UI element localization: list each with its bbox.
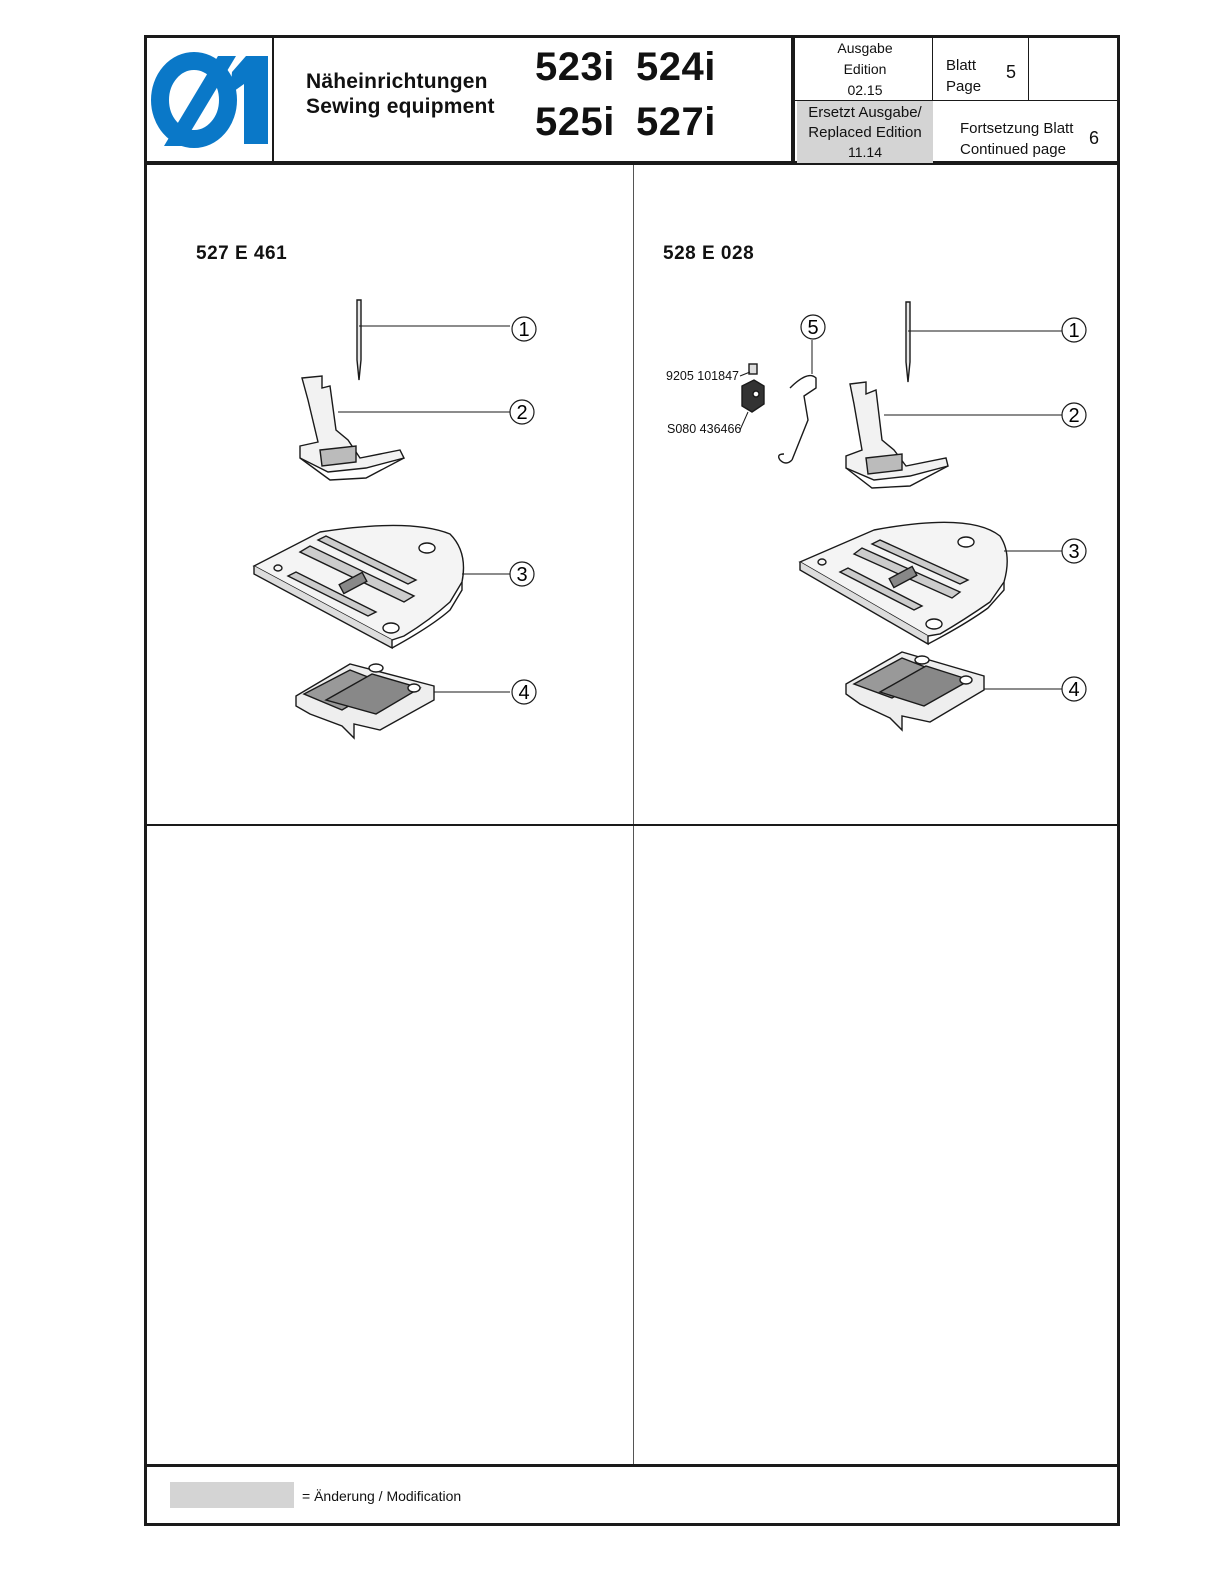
continued-label-en: Continued page: [960, 141, 1066, 158]
replaced-label-en: Replaced Edition: [797, 124, 933, 141]
model-523i: 523i: [535, 45, 615, 90]
edition-label-de: Ausgabe: [797, 40, 933, 56]
feed-dog-icon: [296, 664, 510, 738]
title-german: Näheinrichtungen: [306, 70, 488, 94]
illustration-left: 1 2 3 4: [150, 290, 630, 810]
illustration-right: 1 2 3 4 5: [640, 300, 1110, 730]
presser-foot-icon: [846, 382, 1062, 488]
callout-left-2: 2: [516, 402, 527, 424]
thread-guide-icon: [779, 340, 816, 463]
needle-plate-icon: [254, 525, 510, 648]
brand-logo: [152, 54, 270, 146]
continued-value: 6: [1089, 128, 1099, 149]
middle-rule: [144, 824, 1120, 826]
edition-value: 02.15: [797, 82, 933, 98]
continued-label-de: Fortsetzung Blatt: [960, 120, 1073, 137]
model-527i: 527i: [636, 100, 716, 145]
section-code-right: 528 E 028: [663, 243, 754, 265]
section-code-left: 527 E 461: [196, 243, 287, 265]
logo-icon: [152, 54, 270, 146]
replaced-value: 11.14: [797, 144, 933, 160]
clamp-icon: [740, 380, 764, 430]
replaced-label-de: Ersetzt Ausgabe/: [797, 104, 933, 121]
callout-left-3: 3: [516, 564, 527, 586]
modification-swatch: [170, 1482, 294, 1508]
callout-right-4: 4: [1068, 679, 1079, 701]
modification-legend: = Änderung / Modification: [302, 1488, 461, 1504]
header-divider-models: [791, 35, 795, 163]
needle-icon: [906, 302, 1062, 382]
page-label-de: Blatt: [946, 57, 976, 74]
header-bottom-rule: [144, 161, 1120, 165]
part-number-screw: 9205 101847: [666, 369, 739, 383]
callout-right-2: 2: [1068, 405, 1079, 427]
callout-right-1: 1: [1068, 320, 1079, 342]
screw-icon: [740, 364, 757, 376]
edition-label-en: Edition: [797, 61, 933, 77]
page-label-en: Page: [946, 78, 981, 95]
needle-icon: [357, 300, 510, 380]
callout-right-5: 5: [807, 317, 818, 339]
callout-left-4: 4: [518, 682, 529, 704]
presser-foot-icon: [300, 376, 510, 480]
needle-plate-icon: [800, 522, 1062, 644]
column-divider: [633, 165, 634, 1465]
feed-dog-icon: [846, 652, 1062, 730]
callout-right-3: 3: [1068, 541, 1079, 563]
header-divider-page: [1028, 35, 1029, 101]
model-524i: 524i: [636, 45, 716, 90]
model-525i: 525i: [535, 100, 615, 145]
part-number-clamp: S080 436466: [667, 422, 741, 436]
header-divider-logo: [272, 35, 274, 163]
title-english: Sewing equipment: [306, 95, 495, 119]
footer-rule: [144, 1464, 1120, 1467]
page-value: 5: [1006, 62, 1016, 83]
callout-left-1: 1: [518, 319, 529, 341]
